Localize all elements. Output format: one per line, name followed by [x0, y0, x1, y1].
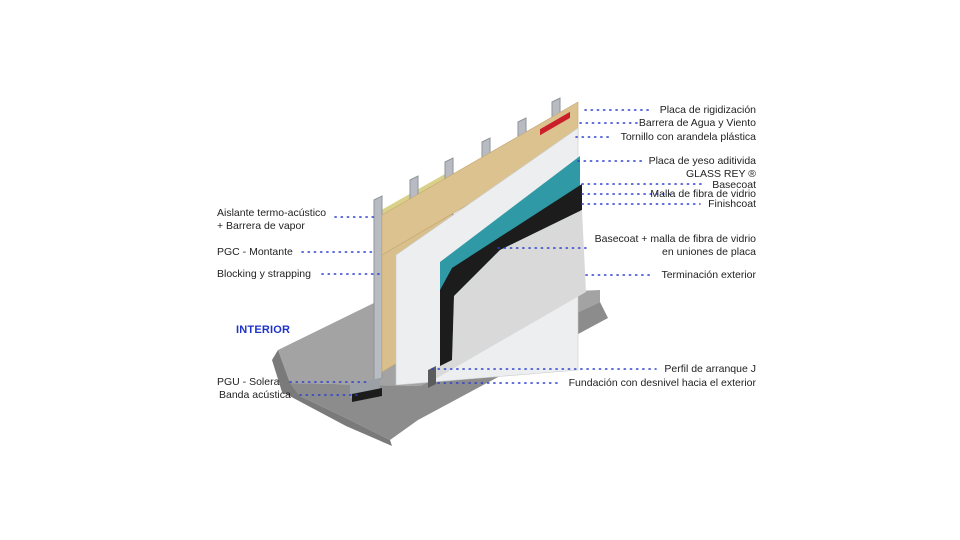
j-profile — [428, 366, 436, 388]
label-pgc: PGC - Montante — [217, 246, 293, 258]
wrap-print — [540, 111, 570, 136]
label-fundacion: Fundación con desnivel hacia el exterior — [568, 377, 756, 389]
label-basecoat-malla-line1: Basecoat + malla de fibra de vidrio — [594, 233, 756, 245]
label-perfil: Perfil de arranque J — [664, 363, 756, 375]
finish-exterior — [430, 210, 586, 382]
label-aislante-line2: + Barrera de vapor — [217, 220, 305, 232]
label-malla: Malla de fibra de vidrio — [650, 188, 756, 200]
basecoat-layer — [440, 184, 582, 370]
label-barrera: Barrera de Agua y Viento — [638, 117, 756, 129]
foundation-side — [272, 350, 392, 446]
label-basecoat: Basecoat — [712, 179, 756, 191]
label-aislante-line1: Aislante termo-acústico — [217, 207, 327, 219]
label-pgu: PGU - Solera — [217, 376, 280, 388]
label-aislante: Aislante termo-acústico + Barrera de vap… — [217, 207, 326, 233]
acoustic-band — [352, 388, 382, 402]
label-finishcoat: Finishcoat — [708, 198, 756, 210]
label-banda: Banda acústica — [219, 389, 291, 401]
label-terminacion: Terminación exterior — [661, 269, 756, 281]
label-placa-yeso-line1: Placa de yeso aditivida — [648, 155, 756, 167]
label-tornillo: Tornillo con arandela plástica — [620, 131, 756, 143]
label-blocking: Blocking y strapping — [217, 268, 311, 280]
label-basecoat-malla: Basecoat + malla de fibra de vidrio en u… — [595, 233, 756, 259]
label-placa-yeso: Placa de yeso aditivida GLASS REY ® — [649, 155, 756, 181]
label-basecoat-malla-line2: en uniones de placa — [662, 246, 756, 258]
interior-label: INTERIOR — [236, 324, 291, 336]
label-placa-yeso-line2: GLASS REY ® — [686, 168, 756, 180]
label-placa-rig: Placa de rigidización — [659, 104, 756, 116]
leader-lines — [289, 109, 705, 396]
